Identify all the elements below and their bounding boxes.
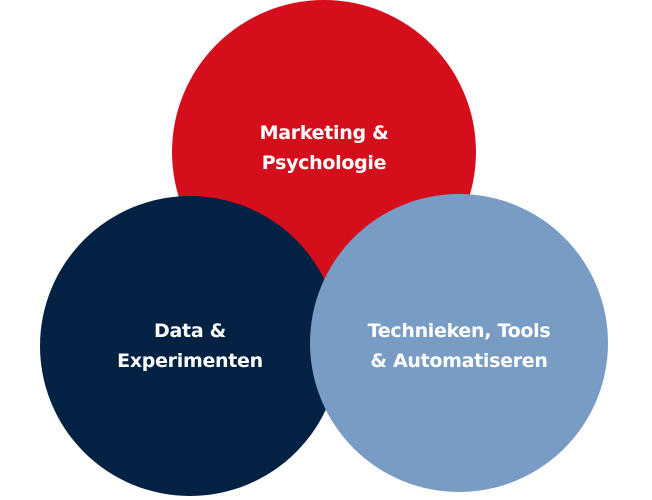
label-right-line1: Technieken, Tools — [367, 320, 551, 342]
label-top-line2: Psychologie — [261, 152, 387, 174]
circle-technieken-tools — [310, 194, 608, 492]
label-right-line2: & Automatiseren — [370, 350, 548, 372]
label-data-experimenten: Data & Experimenten — [40, 316, 340, 376]
circle-data-experimenten — [40, 196, 340, 496]
label-left-line1: Data & — [154, 320, 226, 342]
label-marketing-psychologie: Marketing & Psychologie — [172, 118, 476, 178]
label-left-line2: Experimenten — [117, 350, 263, 372]
label-technieken-tools: Technieken, Tools & Automatiseren — [310, 316, 608, 376]
label-top-line1: Marketing & — [259, 122, 389, 144]
